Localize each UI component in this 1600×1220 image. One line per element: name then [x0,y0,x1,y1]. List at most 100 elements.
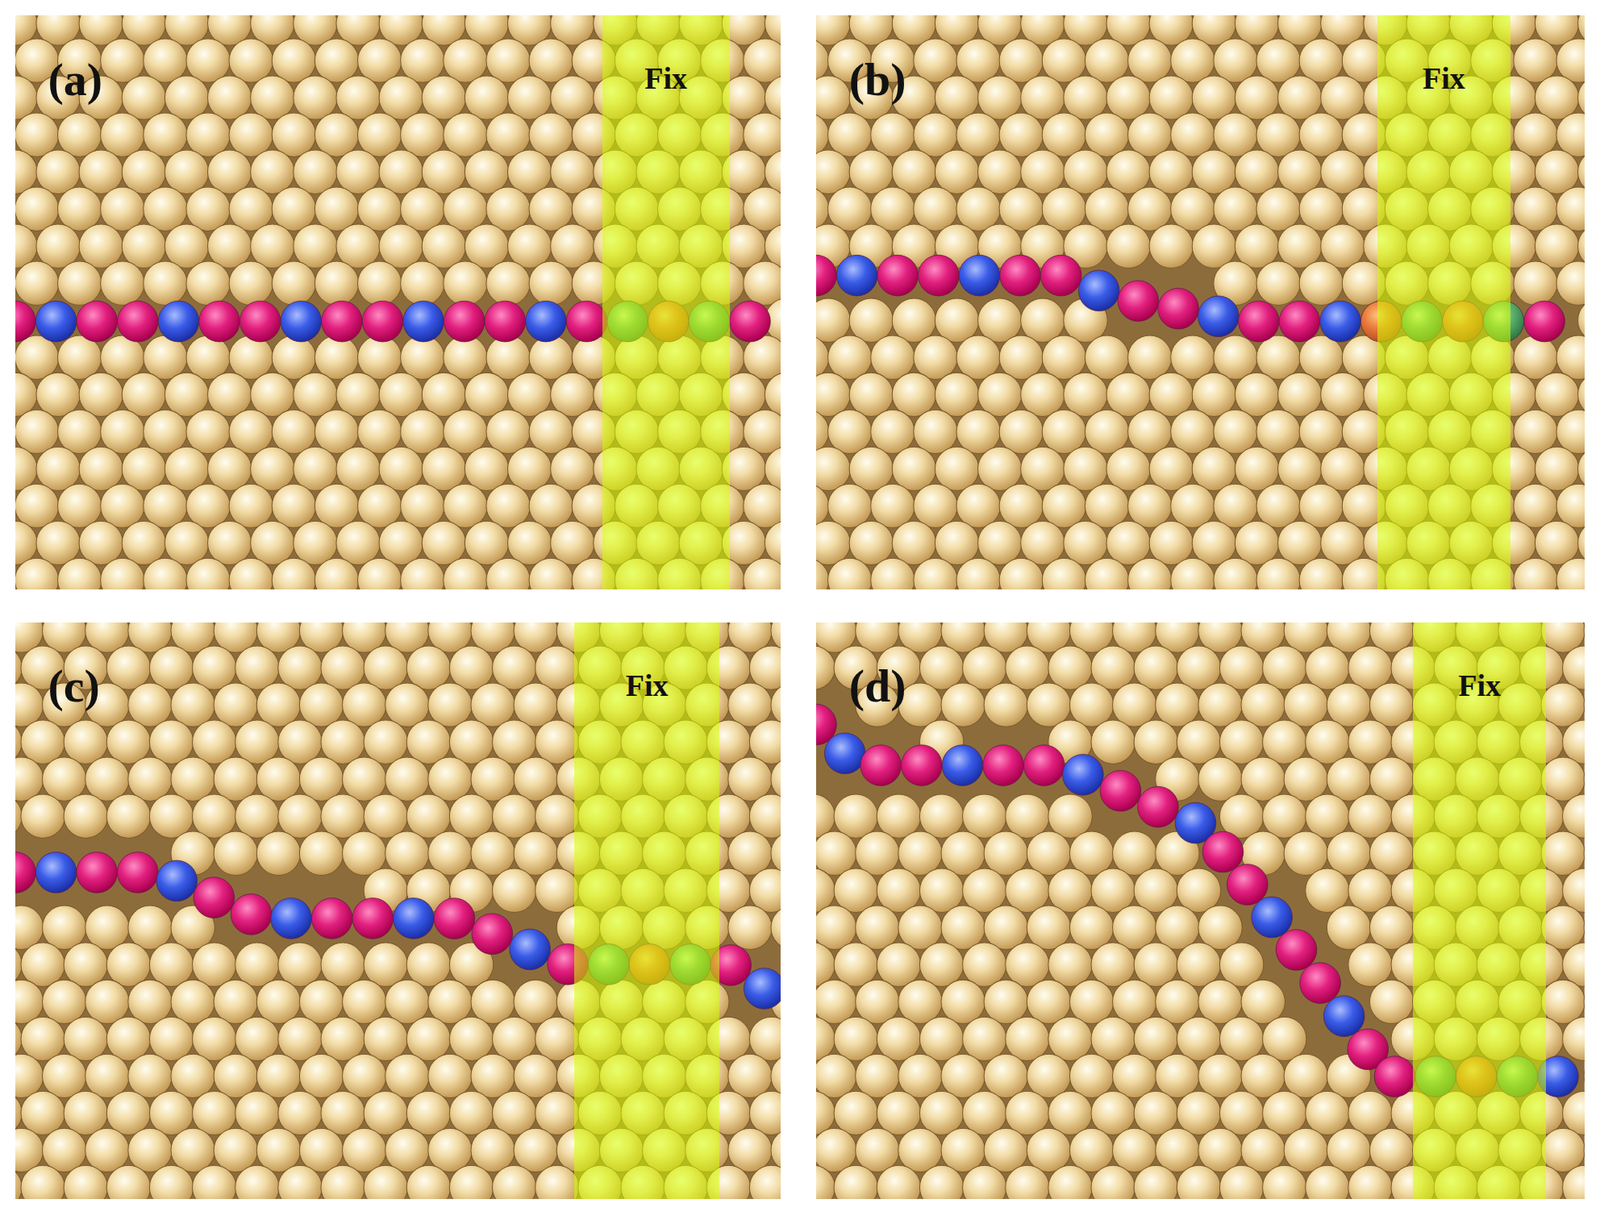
boundary-atom [1251,896,1293,938]
bulk-atom [877,868,921,913]
bulk-atom [128,979,172,1024]
panel-label: (d) [849,662,907,710]
boundary-atom [116,300,159,342]
bulk-atom [121,224,166,268]
bulk-atom [1299,38,1343,83]
bulk-atom [363,720,408,764]
bulk-atom [191,942,236,987]
bulk-atom [186,483,230,528]
bulk-atom [1020,75,1065,120]
bulk-atom [1241,1054,1285,1098]
boundary-atom [1275,929,1317,971]
boundary-atom [958,254,1000,296]
bulk-atom [1562,1165,1585,1200]
boundary-atom [1062,754,1105,796]
bulk-atom [250,224,295,268]
bulk-atom [164,520,209,565]
panel-label: (b) [849,56,907,104]
bulk-atom [336,520,380,565]
bulk-atom [443,483,488,528]
bulk-atom [449,794,493,838]
bulk-atom [1128,38,1172,83]
boundary-atom [1238,300,1280,342]
bulk-atom [1278,75,1322,120]
bulk-atom [271,112,316,157]
bulk-atom [1513,38,1558,83]
bulk-atom [85,1128,130,1172]
bulk-atom [464,75,509,120]
bulk-atom [1299,112,1343,157]
bulk-atom [1005,1165,1050,1200]
bulk-atom [816,1128,857,1172]
bulk-atom [1106,372,1150,417]
bulk-atom [1556,261,1585,305]
bulk-atom [379,372,423,417]
bulk-atom [941,683,985,727]
bulk-atom [956,409,1000,454]
bulk-atom [1256,38,1300,83]
bulk-atom [833,868,878,913]
bulk-atom [164,75,209,120]
boundary-atom [199,300,241,342]
bulk-atom [1283,1128,1328,1172]
bulk-atom [833,1091,878,1135]
bulk-atom [385,1128,430,1172]
bulk-atom [891,446,936,491]
bulk-atom [1256,187,1300,231]
bulk-atom [1027,831,1071,875]
bulk-atom [320,645,365,690]
bulk-atom [849,150,893,194]
bulk-atom [1327,757,1371,801]
bulk-atom [855,905,900,950]
bulk-atom [513,683,558,727]
bulk-atom [1170,409,1215,454]
bulk-atom [363,1016,408,1061]
bulk-atom [20,1165,65,1200]
bulk-atom [449,720,493,764]
bulk-atom [15,558,59,590]
bulk-atom [1048,645,1092,690]
bulk-atom [1133,1016,1178,1061]
bulk-atom [363,645,408,690]
boundary-atom [1320,300,1362,342]
bulk-atom [1513,112,1558,157]
bulk-atom [913,112,958,157]
boundary-atom [566,300,608,342]
bulk-atom [935,372,980,417]
bulk-atom [1283,831,1328,875]
bulk-atom [1278,520,1322,565]
bulk-atom [1191,75,1236,120]
bulk-atom [1220,942,1264,987]
bulk-atom [1241,757,1285,801]
bulk-atom [1177,1165,1221,1200]
bulk-atom [57,409,101,454]
bulk-atom [1020,150,1065,194]
bulk-atom [1213,38,1258,83]
bulk-atom [1149,224,1193,268]
bulk-atom [507,224,551,268]
bulk-atom [891,298,936,342]
bulk-atom [1327,905,1371,950]
bulk-atom [507,372,551,417]
bulk-atom [278,1165,322,1200]
panel-ground [15,15,781,590]
bulk-atom [357,38,401,83]
bulk-atom [728,1054,772,1098]
boundary-atom [1374,1056,1416,1098]
bulk-atom [1299,558,1343,590]
bulk-atom [1106,224,1150,268]
bulk-atom [1541,905,1585,950]
bulk-atom [1320,150,1365,194]
bulk-atom [106,1165,150,1200]
bulk-atom [1370,905,1414,950]
bulk-atom [470,979,515,1024]
bulk-atom [962,942,1007,987]
bulk-atom [15,261,59,305]
bulk-atom [449,645,493,690]
bulk-atom [513,757,558,801]
boundary-atom [729,300,771,342]
bulk-atom [816,831,857,875]
bulk-atom [1213,409,1258,454]
bulk-atom [529,335,573,380]
bulk-atom [1370,831,1414,875]
